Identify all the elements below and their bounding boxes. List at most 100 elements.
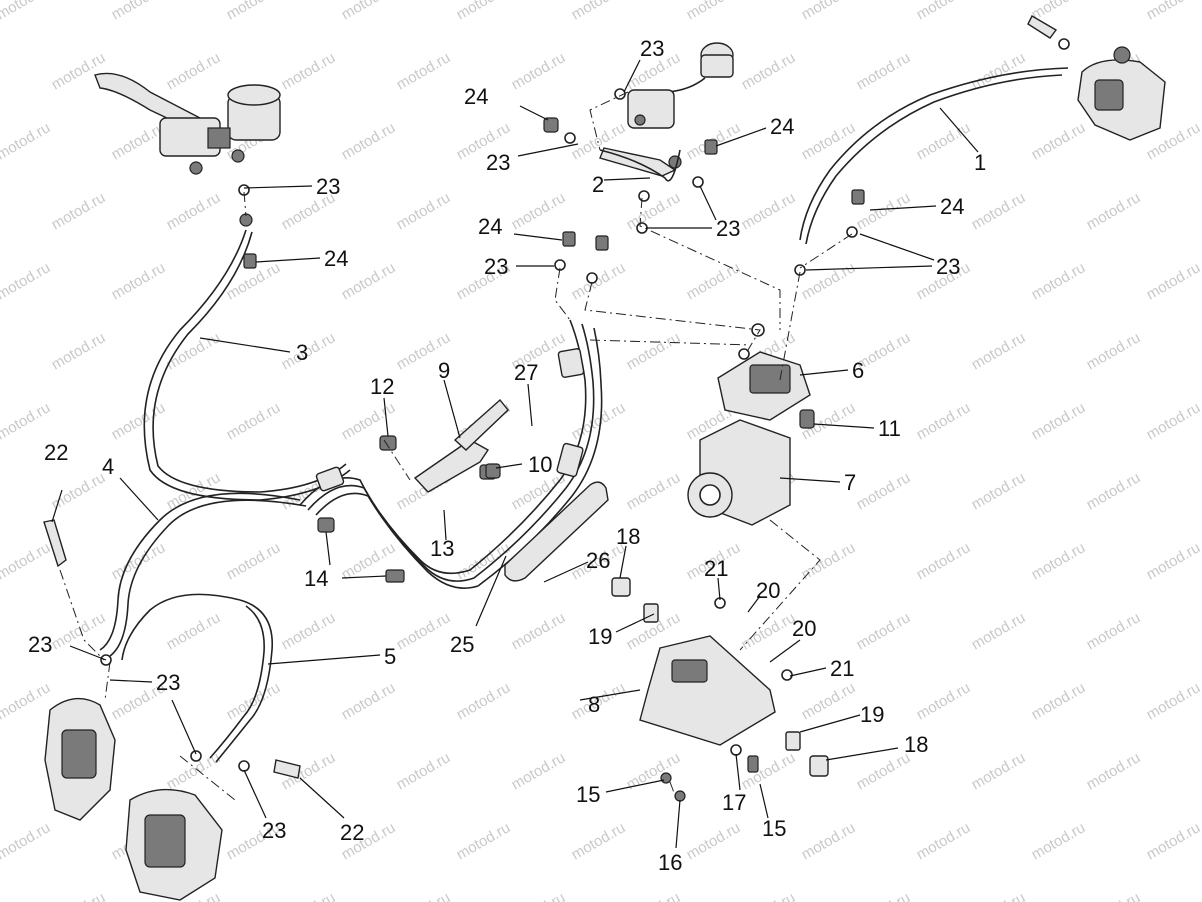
label-12: 12 [370, 374, 394, 399]
watermark-text: motod.ru [799, 259, 859, 303]
abs-modulator [687, 351, 815, 526]
watermark-text: motod.ru [1029, 819, 1089, 863]
label-6: 6 [852, 358, 864, 383]
label-27: 27 [514, 360, 538, 385]
assembly-lines [59, 91, 853, 801]
label-8: 8 [588, 692, 600, 717]
bleed-valve-left [43, 519, 67, 568]
label-9: 9 [438, 358, 450, 383]
watermark-text: motod.ru [49, 189, 109, 233]
label-10: 10 [528, 452, 552, 477]
label-24c: 24 [770, 114, 794, 139]
watermark-text: motod.ru [914, 0, 974, 23]
watermark-text: motod.ru [509, 609, 569, 653]
watermark-text: motod.ru [0, 819, 53, 863]
label-21b: 21 [830, 656, 854, 681]
watermark-text: motod.ru [164, 49, 224, 93]
watermark-text: motod.ru [1144, 259, 1202, 303]
brake-hose-5b [215, 599, 273, 763]
watermark-text: motod.ru [799, 539, 859, 583]
label-19b: 19 [860, 702, 884, 727]
watermark-text: motod.ru [569, 0, 629, 23]
watermark-text: motod.ru [109, 0, 169, 23]
watermark-text: motod.ru [1084, 609, 1144, 653]
watermark-text: motod.ru [914, 119, 974, 163]
watermark-text: motod.ru [739, 189, 799, 233]
watermark-text: motod.ru [1199, 469, 1202, 513]
watermark-text: motod.ru [279, 609, 339, 653]
watermark-text: motod.ru [1144, 0, 1202, 23]
brake-hose-5c [209, 605, 265, 759]
watermark-text: motod.ru [914, 399, 974, 443]
watermark-text: motod.ru [1029, 539, 1089, 583]
label-11: 11 [878, 416, 901, 441]
watermark-text: motod.ru [1199, 189, 1202, 233]
label-15b: 15 [762, 816, 786, 841]
watermark-text: motod.ru [1029, 399, 1089, 443]
watermark-text: motod.ru [1199, 749, 1202, 793]
watermark-text: motod.ru [1144, 399, 1202, 443]
watermark-text: motod.ru [339, 0, 399, 23]
brake-hose-4-outline [109, 499, 307, 657]
brake-hose-2 [599, 149, 681, 182]
watermark-text: motod.ru [224, 0, 284, 23]
label-14: 14 [304, 566, 328, 591]
label-5: 5 [384, 644, 396, 669]
watermark-text: motod.ru [164, 609, 224, 653]
rear-brake-caliper [1027, 15, 1166, 141]
watermark-text: motod.ru [394, 889, 454, 902]
brake-hose-1-outline [805, 74, 1063, 245]
label-19a: 19 [588, 624, 612, 649]
watermark-text: motod.ru [969, 189, 1029, 233]
label-23c: 23 [640, 36, 664, 61]
front-brake-calipers [44, 697, 223, 901]
front-master-cylinder [94, 72, 281, 175]
watermark-text: motod.ru [0, 539, 53, 583]
label-16: 16 [658, 850, 682, 875]
watermark-text: motod.ru [854, 49, 914, 93]
brake-pipe-bundle [299, 319, 603, 589]
watermark-text: motod.ru [49, 889, 109, 902]
leader-lines [51, 59, 979, 849]
watermark-text: motod.ru [684, 0, 744, 23]
watermark-text: motod.ru [339, 119, 399, 163]
watermark-text: motod.ru [109, 399, 169, 443]
watermark-text: motod.ru [164, 469, 224, 513]
watermark-text: motod.ru [799, 0, 859, 23]
watermark-text: motod.ru [49, 329, 109, 373]
watermark-text: motod.ru [1144, 819, 1202, 863]
bleed-valve-right [273, 759, 301, 779]
watermark-text: motod.ru [224, 539, 284, 583]
brake-hose-3-outline [152, 231, 347, 493]
label-23h: 23 [156, 670, 180, 695]
label-18b: 18 [904, 732, 928, 757]
label-21a: 21 [704, 556, 728, 581]
watermark-text: motod.ru [49, 469, 109, 513]
watermark-text: motod.ru [739, 609, 799, 653]
watermark-text: motod.ru [569, 819, 629, 863]
label-23f: 23 [936, 254, 960, 279]
watermark-text: motod.ru [0, 119, 53, 163]
watermark-text: motod.ru [799, 819, 859, 863]
watermark-text: motod.ru [394, 49, 454, 93]
watermark-text: motod.ru [0, 679, 53, 723]
label-24a: 24 [324, 246, 348, 271]
watermark-text: motod.ru [739, 749, 799, 793]
label-25: 25 [450, 632, 474, 657]
watermark-text: motod.ru [684, 259, 744, 303]
watermark-text: motod.ru [339, 679, 399, 723]
watermark-text: motod.ru [49, 609, 109, 653]
watermark-text: motod.ru [394, 609, 454, 653]
watermark-text: motod.ru [0, 0, 53, 23]
label-26: 26 [586, 548, 610, 573]
watermark-text: motod.ru [109, 259, 169, 303]
watermark-text: motod.ru [684, 819, 744, 863]
watermark-text: motod.ru [914, 819, 974, 863]
label-20a: 20 [756, 578, 780, 603]
watermark-text: motod.ru [394, 189, 454, 233]
watermark-text: motod.ru [799, 119, 859, 163]
watermark-text: motod.ru [969, 889, 1029, 902]
watermark-text: motod.ru [394, 749, 454, 793]
watermark-text: motod.ru [1144, 679, 1202, 723]
